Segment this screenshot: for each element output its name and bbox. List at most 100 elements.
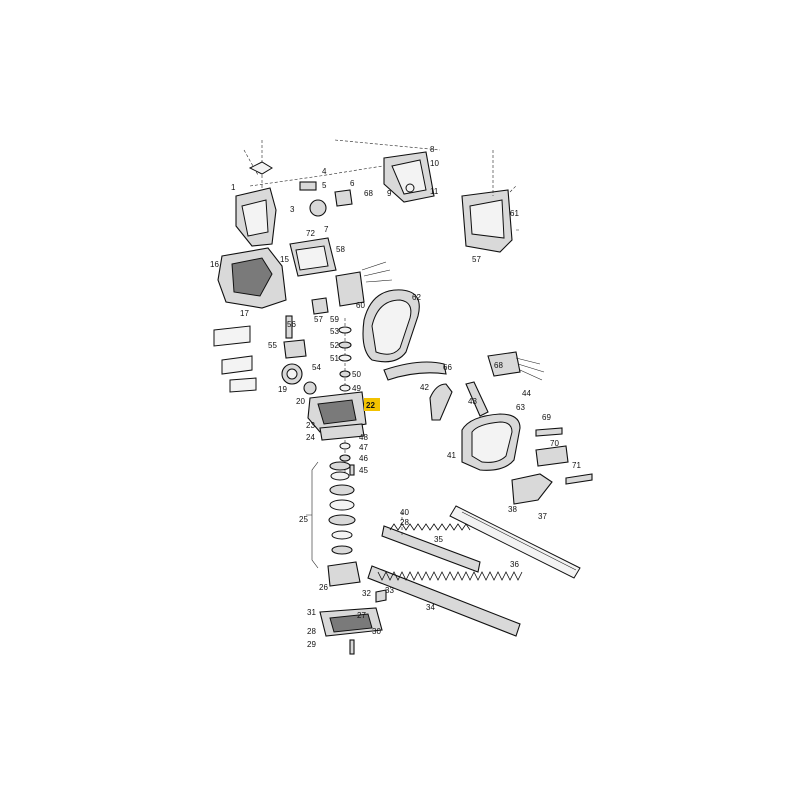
top-cover-group	[235, 139, 520, 253]
label-part-57: 57	[314, 315, 323, 324]
blade-group	[367, 505, 581, 637]
label-part-16: 16	[210, 260, 219, 269]
clip-57	[311, 297, 329, 315]
label-part-49: 49	[352, 384, 361, 393]
label-part-34: 34	[426, 603, 435, 612]
screw-30	[349, 639, 355, 655]
label-part-24: 24	[306, 433, 315, 442]
label-part-43: 43	[468, 397, 477, 406]
switch-6	[334, 189, 353, 207]
label-part-58: 58	[336, 245, 345, 254]
bracket-5	[299, 181, 317, 191]
handle-bar-66	[383, 361, 447, 381]
label-part-62: 62	[412, 293, 421, 302]
pin-45	[349, 464, 355, 476]
gear-cover-48	[319, 423, 365, 441]
decal-b	[221, 355, 253, 375]
label-part-56: 56	[287, 320, 296, 329]
label-part-30: 30	[372, 627, 381, 636]
label-part-36: 36	[510, 560, 519, 569]
label-part-8: 8	[430, 145, 435, 154]
washer-47	[339, 442, 351, 450]
label-part-5: 5	[322, 181, 327, 190]
washer-20	[303, 381, 317, 395]
label-part-38: 38	[508, 505, 517, 514]
highlight-marker	[364, 398, 380, 411]
label-part-31: 31	[307, 608, 316, 617]
label-part-33: 33	[385, 586, 394, 595]
part-labels: 1 3 4 5 6 7 68 8 9 10 11 61 57 16 72 58 …	[210, 145, 581, 649]
label-part-15: 15	[280, 255, 289, 264]
label-part-32: 32	[362, 589, 371, 598]
decal-a	[213, 325, 251, 347]
sleeve-70	[535, 445, 569, 467]
washer-49	[339, 384, 351, 392]
label-part-26: 26	[319, 583, 328, 592]
label-part-66: 66	[443, 363, 452, 372]
label-part-59: 59	[330, 315, 339, 324]
washer-53	[338, 326, 352, 334]
label-part-40: 40	[400, 508, 409, 517]
label-part-35: 35	[434, 535, 443, 544]
label-part-70: 70	[550, 439, 559, 448]
upper-blade-35	[381, 525, 481, 573]
label-part-29: 29	[307, 640, 316, 649]
label-part-44: 44	[522, 389, 531, 398]
label-part-27: 27	[357, 611, 366, 620]
lower-blade-34	[367, 565, 521, 637]
gear-disc-3	[328, 514, 356, 526]
label-part-28-lower: 28	[307, 627, 316, 636]
label-part-41: 41	[447, 451, 456, 460]
gearbox-group	[306, 318, 383, 655]
label-part-11: 11	[430, 187, 439, 196]
label-part-3: 3	[290, 205, 295, 214]
label-part-52: 52	[330, 341, 339, 350]
washer-52	[338, 341, 352, 349]
label-part-42: 42	[420, 383, 429, 392]
label-part-1: 1	[231, 183, 236, 192]
label-part-7: 7	[324, 225, 329, 234]
label-part-6: 6	[350, 179, 355, 188]
handle-left-42	[429, 383, 453, 421]
label-part-48: 48	[359, 433, 368, 442]
label-part-17: 17	[240, 309, 249, 318]
label-part-28-upper: 28	[400, 518, 409, 527]
pin-56	[285, 315, 293, 339]
guard-cap-37	[511, 473, 553, 505]
label-part-9: 9	[387, 189, 392, 198]
washer-46	[339, 454, 351, 462]
handle-right-43	[465, 381, 489, 417]
decal-c	[229, 377, 257, 393]
switch-block-68	[487, 351, 521, 377]
label-part-10: 10	[430, 159, 439, 168]
rod-71	[565, 473, 593, 485]
label-part-37: 37	[538, 512, 547, 521]
gear-disc-2	[329, 484, 355, 496]
label-part-22-highlighted: 22	[366, 401, 375, 410]
label-part-61: 61	[510, 209, 519, 218]
label-part-19: 19	[278, 385, 287, 394]
clip-33	[375, 589, 387, 603]
label-part-71: 71	[572, 461, 581, 470]
label-part-63: 63	[516, 403, 525, 412]
washer-51	[338, 354, 352, 362]
label-part-4: 4	[322, 167, 327, 176]
gear-disc-1	[329, 461, 351, 471]
label-part-23: 23	[306, 421, 315, 430]
label-part-68-right: 68	[494, 361, 503, 370]
rod-69	[535, 427, 563, 437]
label-part-57-top: 57	[472, 255, 481, 264]
label-part-25: 25	[299, 515, 308, 524]
label-part-54: 54	[312, 363, 321, 372]
blade-cover-36	[449, 505, 581, 579]
crankcase-group	[213, 237, 393, 395]
label-part-45: 45	[359, 466, 368, 475]
label-part-53: 53	[330, 327, 339, 336]
ignition-60	[335, 271, 365, 307]
label-part-72: 72	[306, 229, 315, 238]
handle-group	[362, 289, 593, 505]
label-part-46: 46	[359, 454, 368, 463]
label-part-55: 55	[268, 341, 277, 350]
label-part-60: 60	[356, 301, 365, 310]
